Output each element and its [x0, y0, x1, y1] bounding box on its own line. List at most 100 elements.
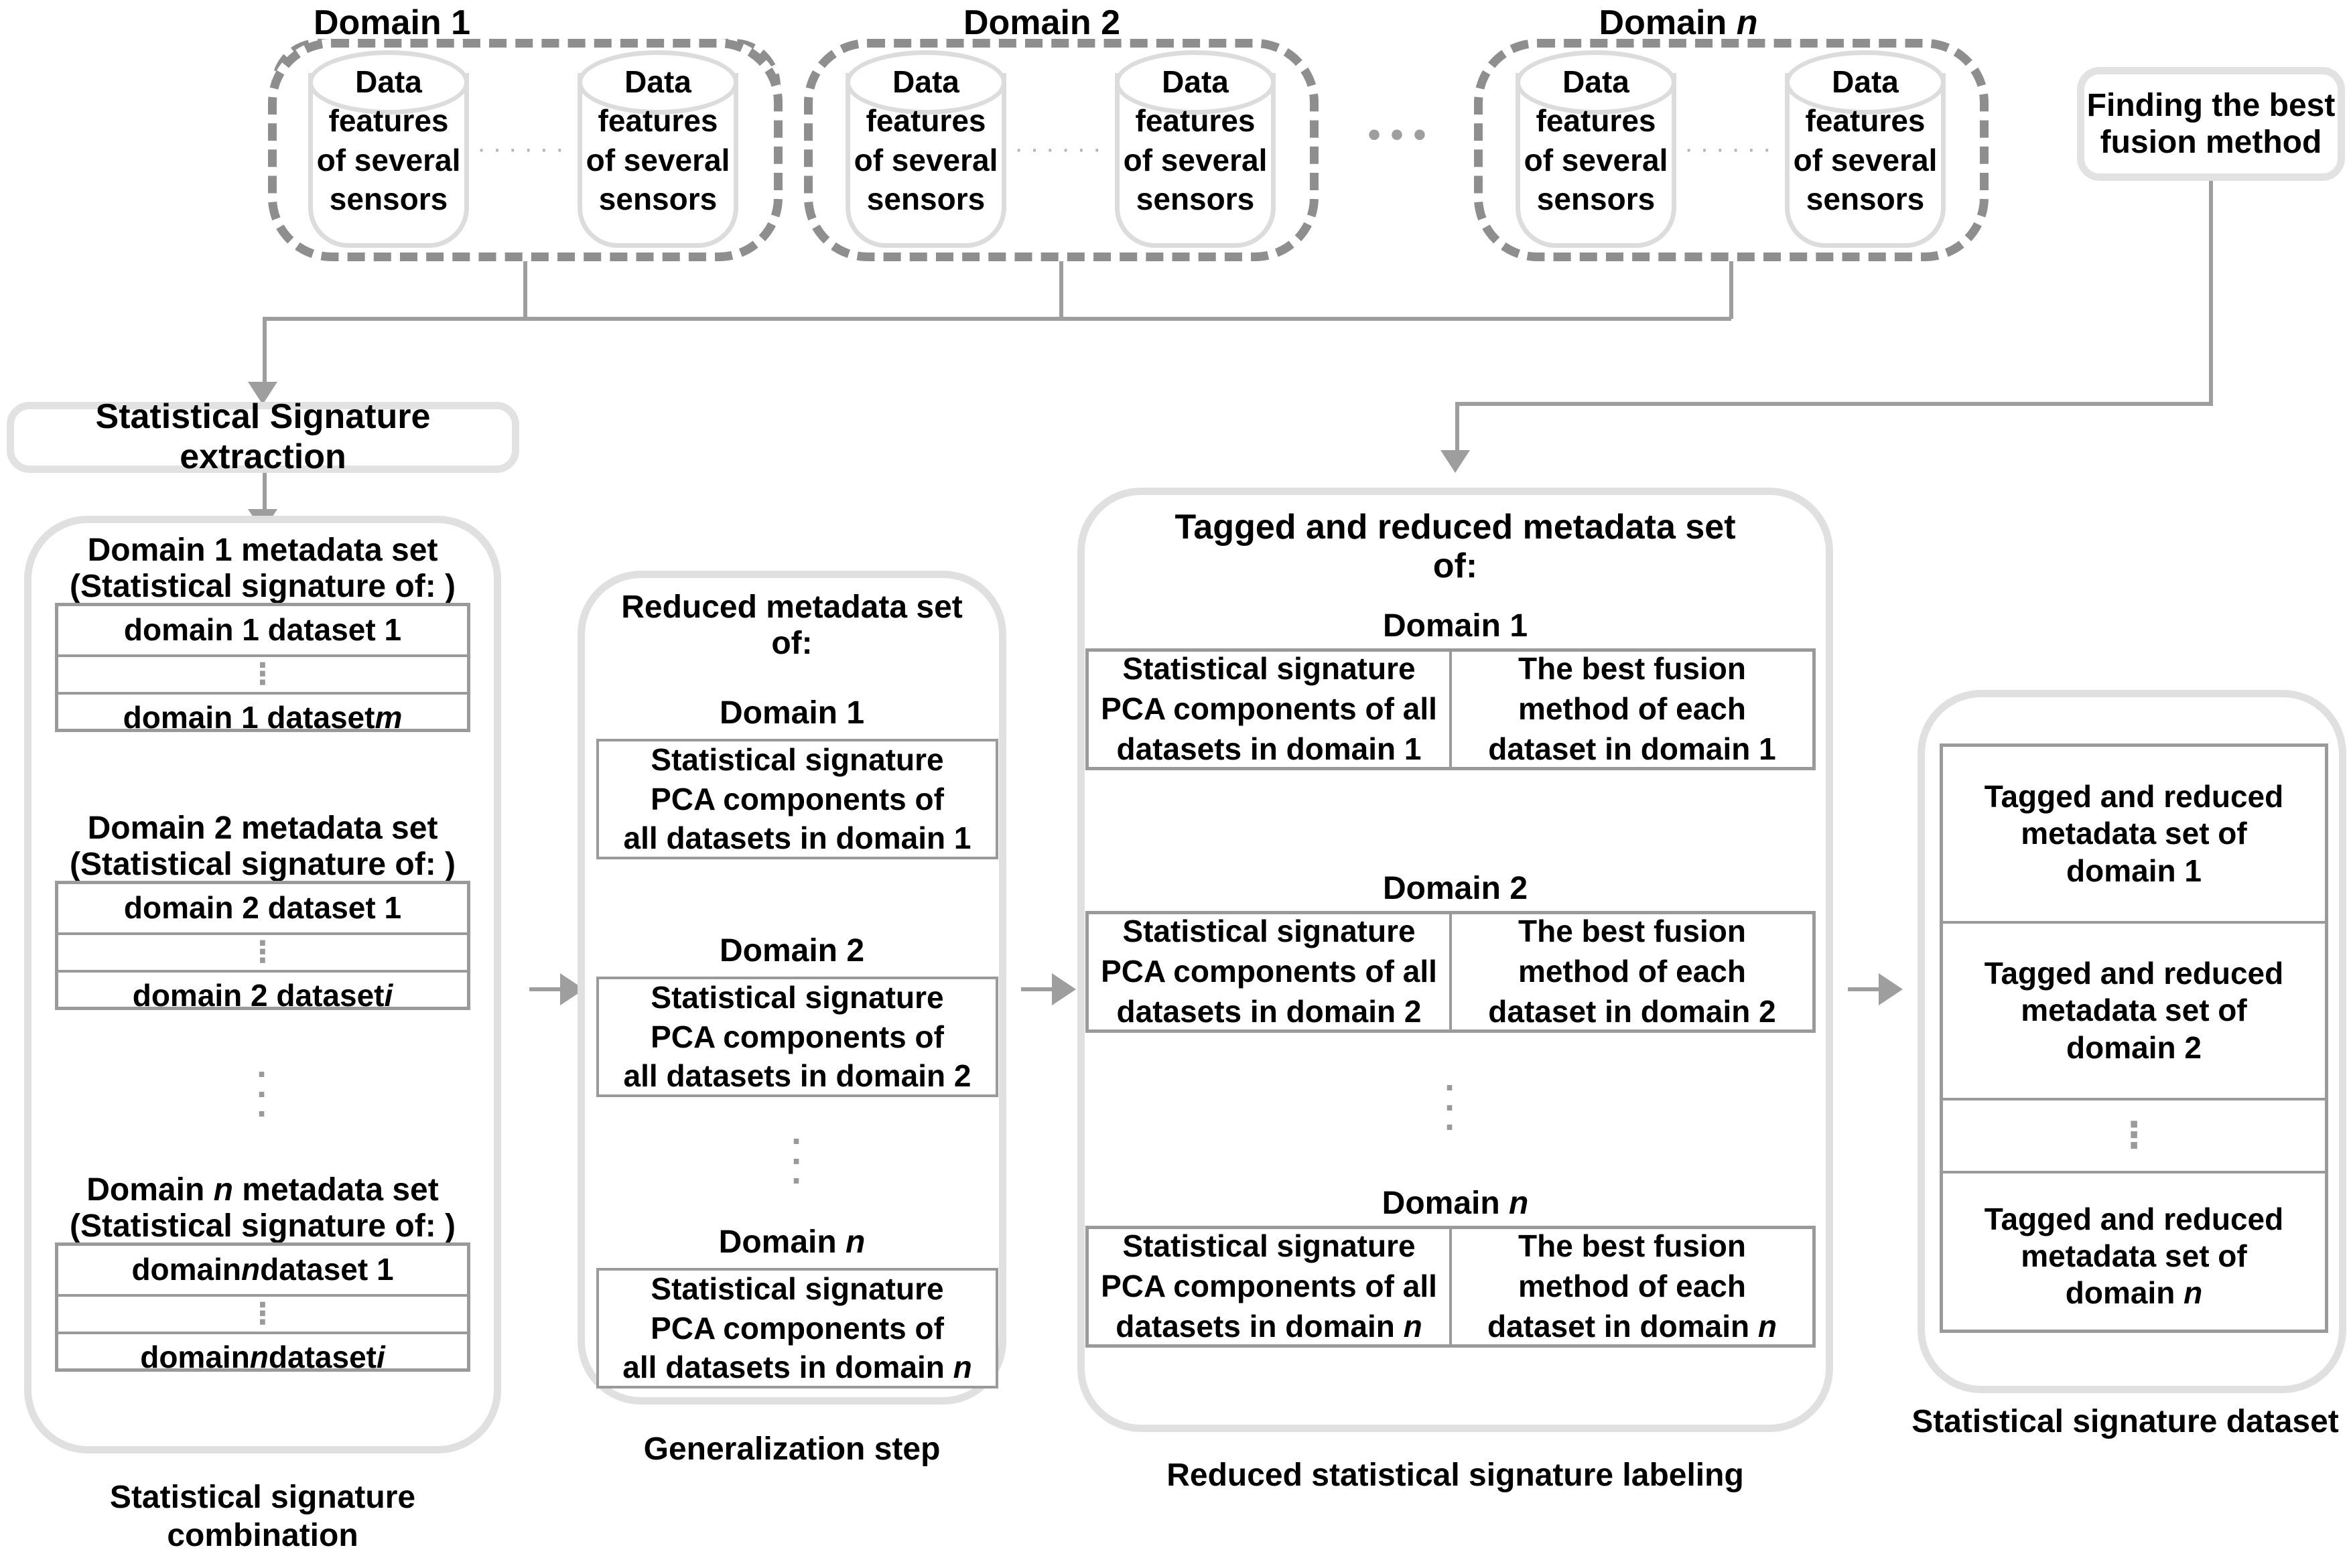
col3-n-right-line3-italic: n	[1757, 1308, 1777, 1344]
col3-n-right-line3-text: dataset in domain	[1487, 1308, 1758, 1344]
col2-n-label-text: Domain	[718, 1224, 846, 1260]
col2-vertical-ellipsis: ···	[791, 1121, 803, 1202]
connector-domain-1-down	[523, 261, 527, 319]
table-row-ellipsis: ⋮	[58, 1297, 467, 1334]
cylinder-text: Data features of several sensors	[1793, 64, 1938, 217]
row-italic: m	[375, 699, 403, 735]
row-italic: i	[384, 977, 393, 1013]
col2-n-line3-text: all datasets in domain	[622, 1350, 953, 1385]
table-row: Tagged and reduced metadata set of domai…	[1943, 924, 2325, 1100]
cylinder-text: Data features of several sensors	[586, 64, 730, 217]
domain-1-cylinder-2: Data features of several sensors	[578, 50, 738, 248]
connector-col1-to-col2	[529, 987, 561, 991]
col3-section-1-left-cell: Statistical signature PCA components of …	[1089, 651, 1452, 767]
col2-section-1-label: Domain 1	[719, 695, 865, 731]
col2-section-2-text: Statistical signature PCA components of …	[623, 980, 971, 1094]
col2-n-label-italic: n	[846, 1224, 866, 1260]
col2-section-2-label: Domain 2	[719, 933, 865, 969]
domain-n-inner-ellipsis: ······	[1684, 134, 1778, 163]
col3-caption: Reduced statistical signature labeling	[1166, 1457, 1744, 1493]
col4-table: Tagged and reduced metadata set of domai…	[1940, 743, 2328, 1333]
connector-bus-horizontal	[263, 317, 1731, 321]
col4-n-line3-italic: n	[2184, 1275, 2203, 1311]
table-row: Tagged and reduced metadata set of domai…	[1943, 747, 2325, 924]
col2-section-2-box: Statistical signature PCA components of …	[596, 977, 998, 1097]
arrow-to-extraction	[248, 382, 277, 405]
table-row-ellipsis: ⋮	[58, 935, 467, 973]
arrow-fusion-to-col3	[1440, 450, 1470, 473]
col1-section-n-heading: Domain n metadata set (Statistical signa…	[69, 1172, 456, 1244]
connector-fusion-to-col3	[1455, 402, 1459, 457]
connector-fusion-left	[1455, 402, 2213, 406]
col1-section-1-heading: Domain 1 metadata set (Statistical signa…	[69, 532, 456, 604]
table-row: domain 2 dataset i	[58, 973, 467, 1019]
row-text: domain 2 dataset	[132, 977, 385, 1013]
col3-n-label-italic: n	[1509, 1186, 1529, 1221]
col3-section-2-right-cell: The best fusion method of each dataset i…	[1488, 914, 1776, 1029]
col2-section-1-box: Statistical signature PCA components of …	[596, 739, 998, 859]
fusion-box-text: Finding the best fusion method	[2086, 87, 2336, 160]
row-rest: dataset 1	[260, 1252, 394, 1287]
cylinder-top-ellipse	[1785, 50, 1946, 115]
col3-n-left-line3-text: datasets in domain	[1116, 1308, 1404, 1344]
col1-section-n-table: domain n dataset 1 ⋮ domain n dataset i	[55, 1242, 470, 1374]
col1-section-1-table: domain 1 dataset 1 ⋮ domain 1 dataset m	[55, 603, 470, 735]
domain-n-title: Domain n	[1548, 3, 1809, 43]
col3-vertical-ellipsis: ···	[1445, 1068, 1457, 1148]
col3-section-1-table: Statistical signature PCA components of …	[1085, 648, 1816, 770]
col3-section-2-left-cell: Statistical signature PCA components of …	[1089, 914, 1452, 1029]
col2-section-1-text: Statistical signature PCA components of …	[623, 742, 971, 856]
connector-col3-to-col4	[1848, 987, 1880, 991]
cylinder-text: Data features of several sensors	[854, 64, 998, 217]
col3-n-left-line3-italic: n	[1403, 1308, 1422, 1344]
col1-caption: Statistical signature combination	[109, 1480, 416, 1553]
statistical-signature-extraction-box[interactable]: Statistical Signature extraction	[7, 397, 519, 476]
col2-section-n-text: Statistical signature PCA components of …	[622, 1271, 972, 1385]
col3-heading: Tagged and reduced metadata set of:	[1174, 508, 1736, 586]
cylinder-text: Data features of several sensors	[316, 64, 461, 217]
domain-n-cylinder-2: Data features of several sensors	[1785, 50, 1946, 248]
col4-caption: Statistical signature dataset	[1911, 1404, 2339, 1439]
domain-1-cylinder-1: Data features of several sensors	[308, 50, 469, 248]
table-row-ellipsis: ⋮	[1943, 1100, 2325, 1173]
domain-1-title: Domain 1	[313, 3, 471, 42]
row-italic: n	[249, 1339, 269, 1374]
col2-heading: Reduced metadata set of:	[621, 589, 963, 661]
col3-section-n-label: Domain n	[1084, 1186, 1826, 1222]
col3-n-label-text: Domain	[1382, 1186, 1509, 1221]
col2-n-line3-italic: n	[953, 1350, 972, 1385]
table-row: Tagged and reduced metadata set of domai…	[1984, 1201, 2284, 1311]
connector-domain-2-down	[1059, 261, 1063, 319]
row-text: domain	[140, 1339, 250, 1374]
connector-col2-to-col3	[1021, 987, 1053, 991]
domain-n-title-text: Domain	[1599, 3, 1737, 42]
connector-domain-n-down	[1729, 261, 1733, 319]
cylinder-top-ellipse	[308, 50, 469, 115]
col3-section-2-table: Statistical signature PCA components of …	[1085, 911, 1816, 1033]
table-row-ellipsis: ⋮	[58, 657, 467, 695]
connector-fusion-down	[2209, 181, 2213, 405]
col2-section-n-box: Statistical signature PCA components of …	[596, 1268, 998, 1388]
domain-2-title: Domain 2	[963, 3, 1121, 42]
domain-1-inner-ellipsis: ······	[477, 134, 571, 163]
cylinder-top-ellipse	[846, 50, 1006, 115]
table-row: domain n dataset i	[58, 1334, 467, 1380]
col3-section-n-right-cell: The best fusion method of each dataset i…	[1487, 1228, 1777, 1344]
col3-section-1-label: Domain 1	[1382, 608, 1528, 644]
heading-text: Domain	[86, 1172, 214, 1208]
heading-rest: metadata set	[232, 1172, 439, 1208]
between-domains-ellipsis: • • •	[1367, 115, 1426, 155]
domain-2-inner-ellipsis: ······	[1014, 134, 1108, 163]
domain-n-cylinder-1: Data features of several sensors	[1516, 50, 1676, 248]
col2-caption: Generalization step	[643, 1431, 941, 1467]
row-text: domain	[131, 1252, 241, 1287]
finding-best-fusion-method-box[interactable]: Finding the best fusion method	[2077, 67, 2345, 181]
table-row: domain 2 dataset 1	[58, 884, 467, 935]
domain-2-cylinder-2: Data features of several sensors	[1115, 50, 1276, 248]
cylinder-top-ellipse	[1115, 50, 1276, 115]
row-text: domain 1 dataset	[123, 699, 375, 735]
connector-to-extraction	[263, 317, 267, 390]
col1-vertical-ellipsis: ···	[257, 1054, 269, 1135]
col2-section-n-label: Domain n	[584, 1224, 1000, 1261]
heading-italic: n	[213, 1172, 233, 1208]
